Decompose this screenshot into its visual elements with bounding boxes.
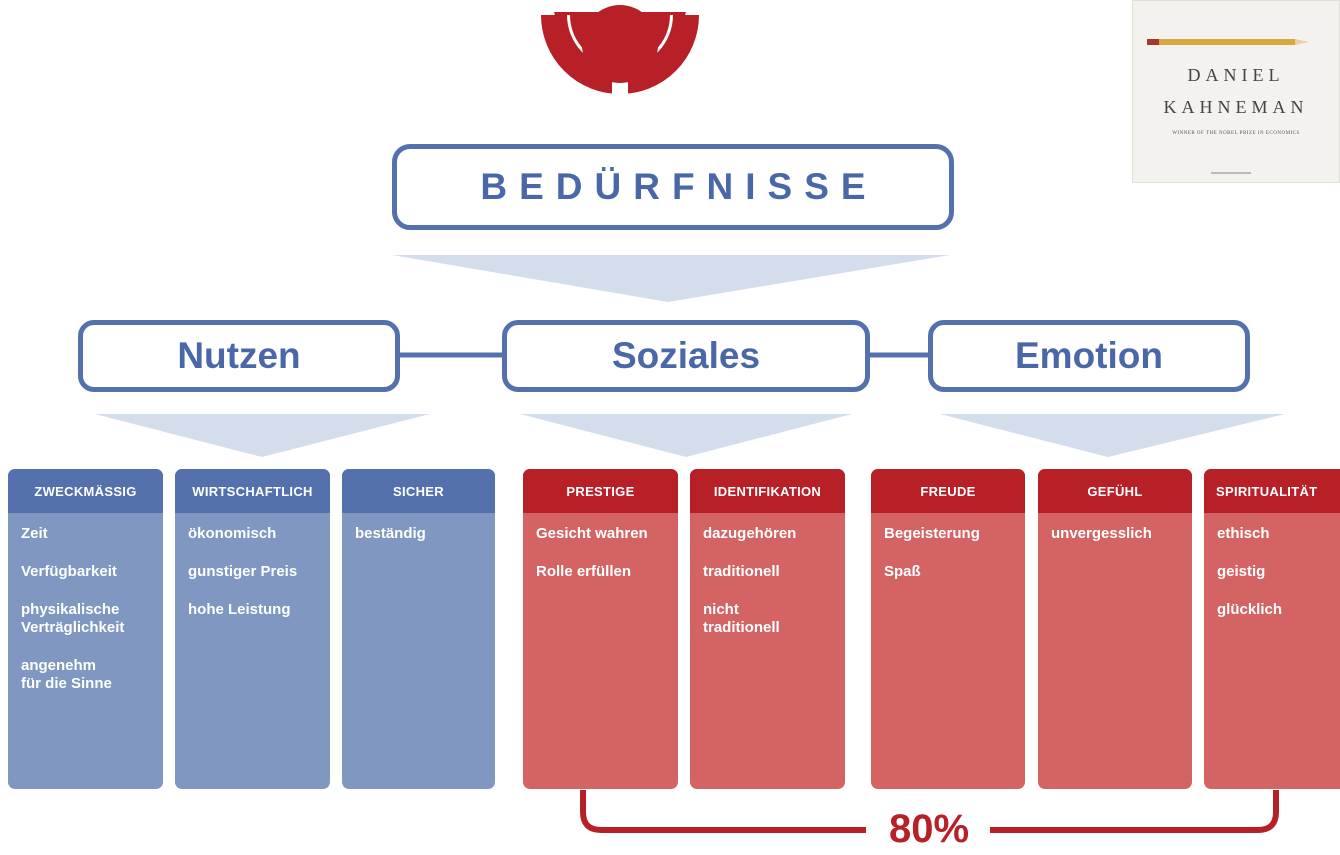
card-freude: FREUDE Begeisterung Spaß [871, 469, 1025, 789]
category-nutzen: Nutzen [78, 320, 400, 392]
card-items: beständig [342, 513, 495, 543]
card-items: unvergesslich [1038, 513, 1192, 543]
list-item: gunstiger Preis [188, 563, 298, 580]
list-item: Zeit [21, 525, 48, 542]
card-wirtschaftlich: WIRTSCHAFTLICH ökonomisch gunstiger Prei… [175, 469, 330, 789]
category-label: Emotion [1015, 335, 1163, 376]
share-label: 80% [888, 807, 970, 851]
list-item: Rolle erfüllen [536, 563, 632, 580]
list-item: dazugehören [703, 525, 797, 542]
list-item: beständig [355, 525, 426, 542]
book-tagline: WINNER OF THE NOBEL PRIZE IN ECONOMICS [1172, 131, 1300, 136]
list-item: Spaß [884, 563, 921, 580]
card-title: PRESTIGE [523, 469, 678, 513]
category-label: Nutzen [177, 335, 301, 376]
category-soziales: Soziales [502, 320, 870, 392]
list-item: unvergesslich [1051, 525, 1152, 542]
list-item: Gesicht wahren [536, 525, 648, 542]
list-item: Begeisterung [884, 525, 980, 542]
book-author-first: DANIEL [1187, 65, 1285, 85]
card-title: FREUDE [871, 469, 1025, 513]
page-title: BEDÜRFNISSE [480, 166, 878, 207]
card-prestige: PRESTIGE Gesicht wahren Rolle erfüllen [523, 469, 678, 789]
card-spiritualitaet: SPIRITUALITÄT ethisch geistig glücklich [1204, 469, 1340, 789]
list-item: glücklich [1217, 601, 1283, 618]
list-item: physikalische Verträglichkeit [21, 601, 125, 636]
card-title: WIRTSCHAFTLICH [175, 469, 330, 513]
card-items: ökonomisch gunstiger Preis hohe Leistung [175, 513, 330, 619]
card-title: IDENTIFIKATION [690, 469, 845, 513]
list-item: ethisch [1217, 525, 1270, 542]
card-title: SICHER [342, 469, 495, 513]
card-items: Zeit Verfügbarkeit physikalische Verträg… [8, 513, 163, 693]
list-item: Verfügbarkeit [21, 563, 117, 580]
card-title: ZWECKMÄSSIG [8, 469, 163, 513]
list-item: geistig [1217, 563, 1266, 580]
share-bracket [580, 790, 1279, 833]
card-items: Gesicht wahren Rolle erfüllen [523, 513, 678, 581]
card-gefuehl: GEFÜHL unvergesslich [1038, 469, 1192, 789]
arrow-main [95, 255, 1285, 457]
list-item: angenehm für die Sinne [21, 657, 112, 692]
list-item: traditionell [703, 563, 780, 580]
card-identifikation: IDENTIFIKATION dazugehören traditionell … [690, 469, 845, 789]
card-zweckmaessig: ZWECKMÄSSIG Zeit Verfügbarkeit physikali… [8, 469, 163, 789]
card-title: SPIRITUALITÄT [1204, 469, 1340, 513]
title-box: BEDÜRFNISSE [392, 144, 954, 230]
card-sicher: SICHER beständig [342, 469, 495, 789]
card-items: ethisch geistig glücklich [1204, 513, 1340, 619]
card-items: dazugehören traditionell nicht tradition… [690, 513, 845, 637]
list-item: ökonomisch [188, 525, 277, 542]
pencil-icon [1147, 39, 1297, 45]
category-label: Soziales [611, 335, 761, 376]
list-item: nicht traditionell [703, 601, 780, 636]
category-emotion: Emotion [928, 320, 1250, 392]
card-items: Begeisterung Spaß [871, 513, 1025, 581]
logo-ring [541, 7, 699, 120]
book-author-last: KAHNEMAN [1163, 97, 1309, 117]
card-title: GEFÜHL [1038, 469, 1192, 513]
list-item: hohe Leistung [188, 601, 291, 618]
